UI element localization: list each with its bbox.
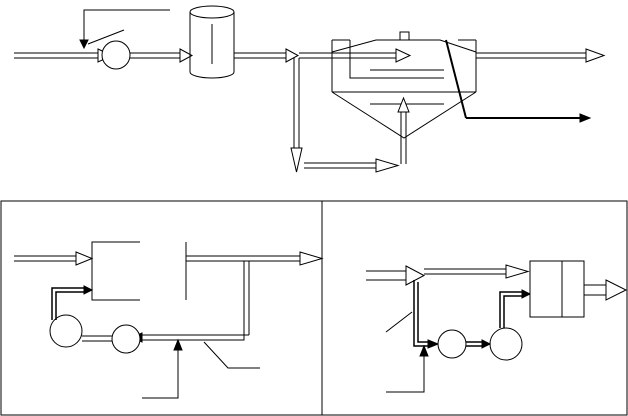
bl-reactor-box xyxy=(91,241,187,301)
br-inlet-pipe xyxy=(366,270,410,281)
return-up-arrowhead xyxy=(397,96,410,113)
bl-inlet-pipe xyxy=(14,255,80,262)
bl-outlet-arrowhead xyxy=(299,251,324,266)
bottom-left-section xyxy=(14,241,324,399)
br-leader-line-top xyxy=(385,311,413,333)
br-pump-a xyxy=(437,329,467,359)
bl-pump-b xyxy=(111,324,141,354)
bl-inlet-arrowhead xyxy=(75,251,94,266)
pump-lead-line xyxy=(87,29,125,45)
bl-pump-to-reactor-arrowhead xyxy=(83,285,94,295)
br-pump-b xyxy=(489,327,523,361)
return-horizontal-pipe xyxy=(304,162,380,169)
clarifier-inner-arrowhead xyxy=(395,48,412,63)
br-inlet-arrowhead xyxy=(405,265,426,286)
tank-to-clarifier-pipe xyxy=(234,52,290,59)
pump-to-tank-arrowhead xyxy=(179,48,194,63)
bl-dosing-line xyxy=(142,348,179,399)
sludge-outlet-arrowhead xyxy=(579,113,592,123)
inlet-pipe xyxy=(14,52,102,59)
clarifier xyxy=(331,31,477,139)
bypass-down-pipe xyxy=(293,58,300,152)
chemical-feed-line xyxy=(83,9,170,44)
clarifier-inner-flow xyxy=(299,52,400,59)
return-horizontal-arrowhead xyxy=(375,158,400,173)
bl-leader-line xyxy=(203,341,260,369)
br-dosing-line xyxy=(386,354,425,393)
br-bypass-arrowhead xyxy=(505,264,530,279)
outlet-pipe xyxy=(476,52,590,59)
return-up-pipe xyxy=(400,110,407,164)
br-pump-to-separator-arrowhead xyxy=(521,289,532,299)
bl-pump-link xyxy=(82,335,112,342)
chemical-feed-arrowhead xyxy=(79,39,89,50)
pump-to-tank-pipe xyxy=(130,52,184,59)
br-separator xyxy=(529,260,585,318)
top-process-section xyxy=(14,5,606,173)
br-down-leg-arrowhead xyxy=(427,339,440,349)
bl-outlet-pipe xyxy=(186,255,304,262)
br-outlet-arrowhead xyxy=(605,279,628,301)
tank-to-clarifier-arrowhead xyxy=(285,48,300,63)
mixing-tank xyxy=(189,5,235,79)
bl-pump-a xyxy=(49,314,83,348)
br-dosing-arrowhead xyxy=(419,344,429,357)
br-pump-to-separator xyxy=(499,291,522,328)
br-pump-link-arrowhead xyxy=(481,339,492,349)
bl-dosing-arrowhead xyxy=(173,338,183,351)
outlet-pipe-arrowhead xyxy=(585,48,606,63)
bl-recycle-down xyxy=(243,261,250,335)
bottom-panels-frame xyxy=(0,200,628,416)
bl-pump-to-reactor xyxy=(51,287,84,320)
br-down-leg xyxy=(413,280,430,347)
feed-pump xyxy=(101,40,131,70)
bottom-right-section xyxy=(366,260,628,393)
bl-recycle-return xyxy=(142,330,249,341)
br-pump-link xyxy=(466,341,482,347)
br-bypass-line xyxy=(424,268,510,275)
bypass-down-arrowhead xyxy=(290,147,303,173)
